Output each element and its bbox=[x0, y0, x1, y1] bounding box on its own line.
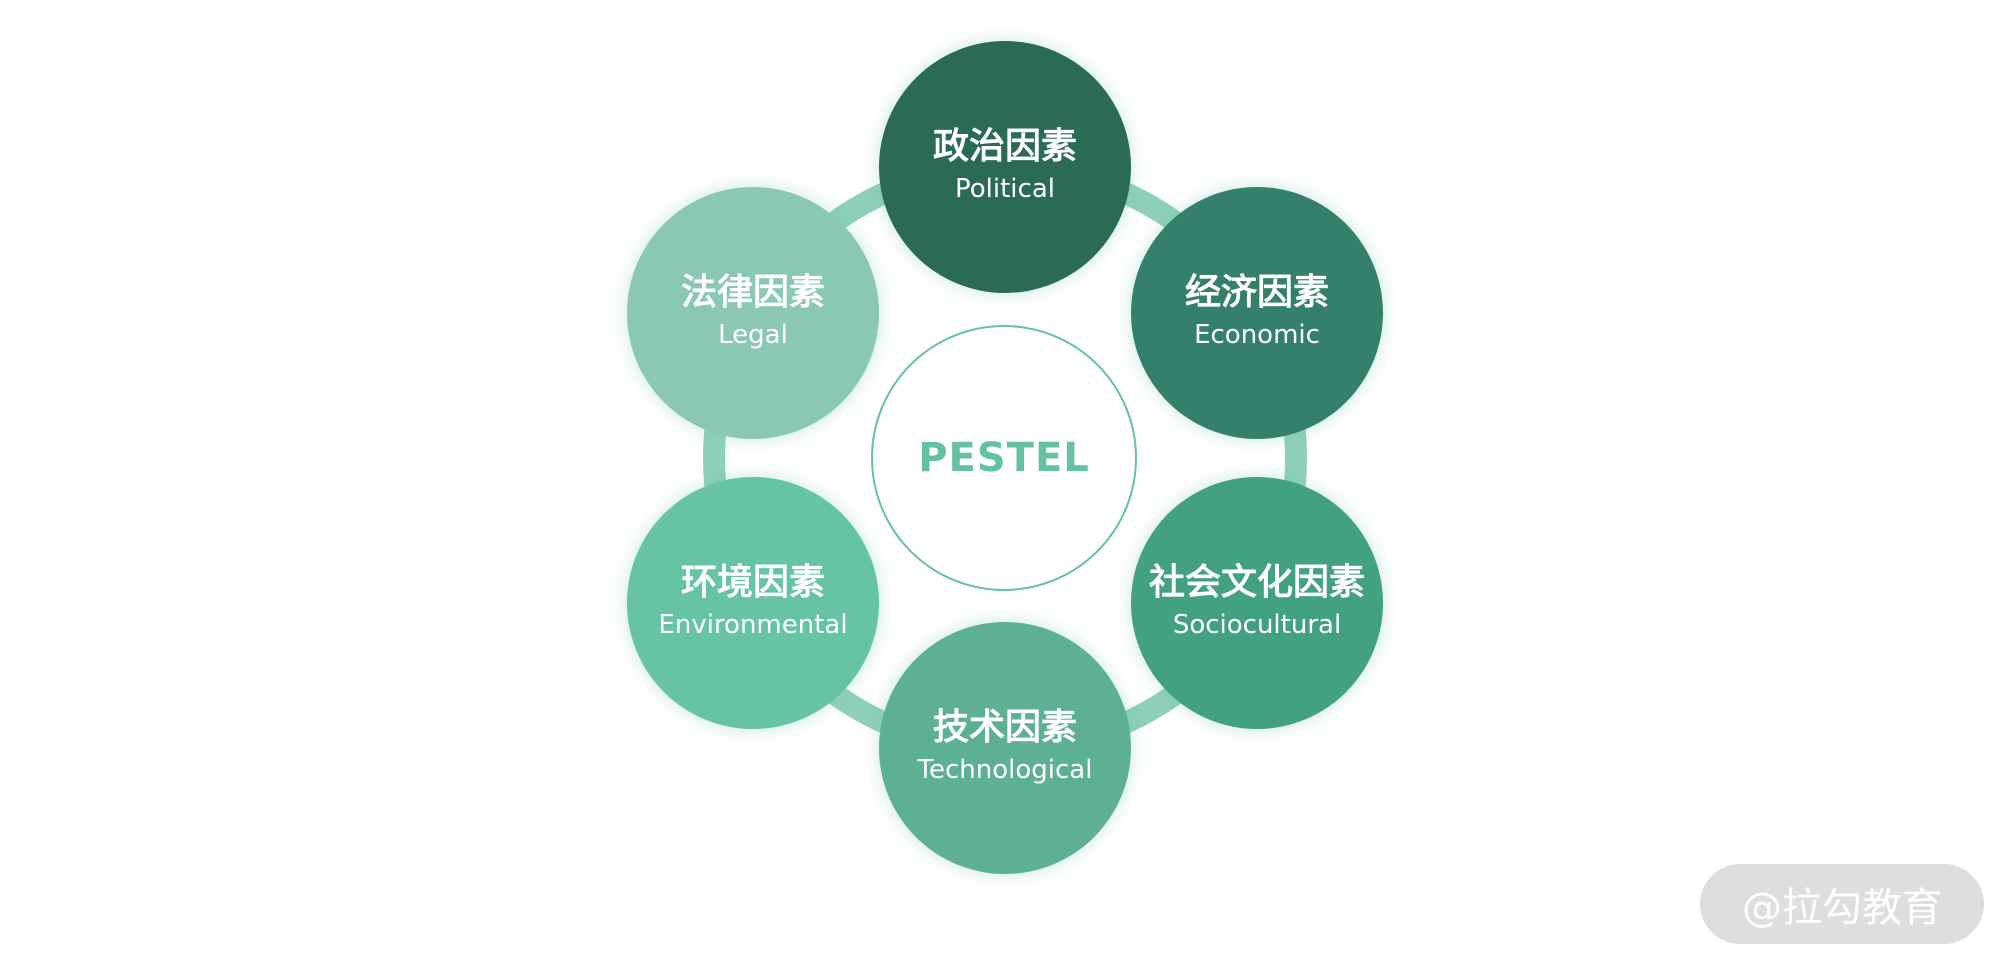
node-legal-en-label: Legal bbox=[718, 320, 788, 350]
node-sociocultural-cn-label: 社会文化因素 bbox=[1148, 562, 1365, 603]
node-technological-en-label: Technological bbox=[917, 755, 1093, 785]
node-legal[interactable]: 法律因素 Legal bbox=[627, 187, 879, 439]
node-sociocultural[interactable]: 社会文化因素 Sociocultural bbox=[1131, 477, 1383, 729]
watermark-badge: @拉勾教育 bbox=[1700, 864, 1984, 944]
node-environmental[interactable]: 环境因素 Environmental bbox=[627, 477, 879, 729]
node-economic[interactable]: 经济因素 Economic bbox=[1131, 187, 1383, 439]
node-political-cn-label: 政治因素 bbox=[932, 126, 1077, 167]
node-legal-cn-label: 法律因素 bbox=[680, 272, 825, 313]
node-technological-cn-label: 技术因素 bbox=[932, 707, 1077, 748]
node-political-en-label: Political bbox=[955, 174, 1055, 204]
center-circle: PESTEL bbox=[871, 325, 1137, 591]
center-label: PESTEL bbox=[918, 435, 1090, 481]
node-political[interactable]: 政治因素 Political bbox=[879, 41, 1131, 293]
node-sociocultural-en-label: Sociocultural bbox=[1172, 610, 1342, 640]
node-technological[interactable]: 技术因素 Technological bbox=[879, 622, 1131, 874]
watermark-text: @拉勾教育 bbox=[1742, 885, 1942, 931]
node-environmental-cn-label: 环境因素 bbox=[680, 562, 825, 603]
node-economic-en-label: Economic bbox=[1194, 320, 1320, 350]
node-economic-cn-label: 经济因素 bbox=[1184, 272, 1329, 313]
node-environmental-en-label: Environmental bbox=[658, 610, 848, 640]
